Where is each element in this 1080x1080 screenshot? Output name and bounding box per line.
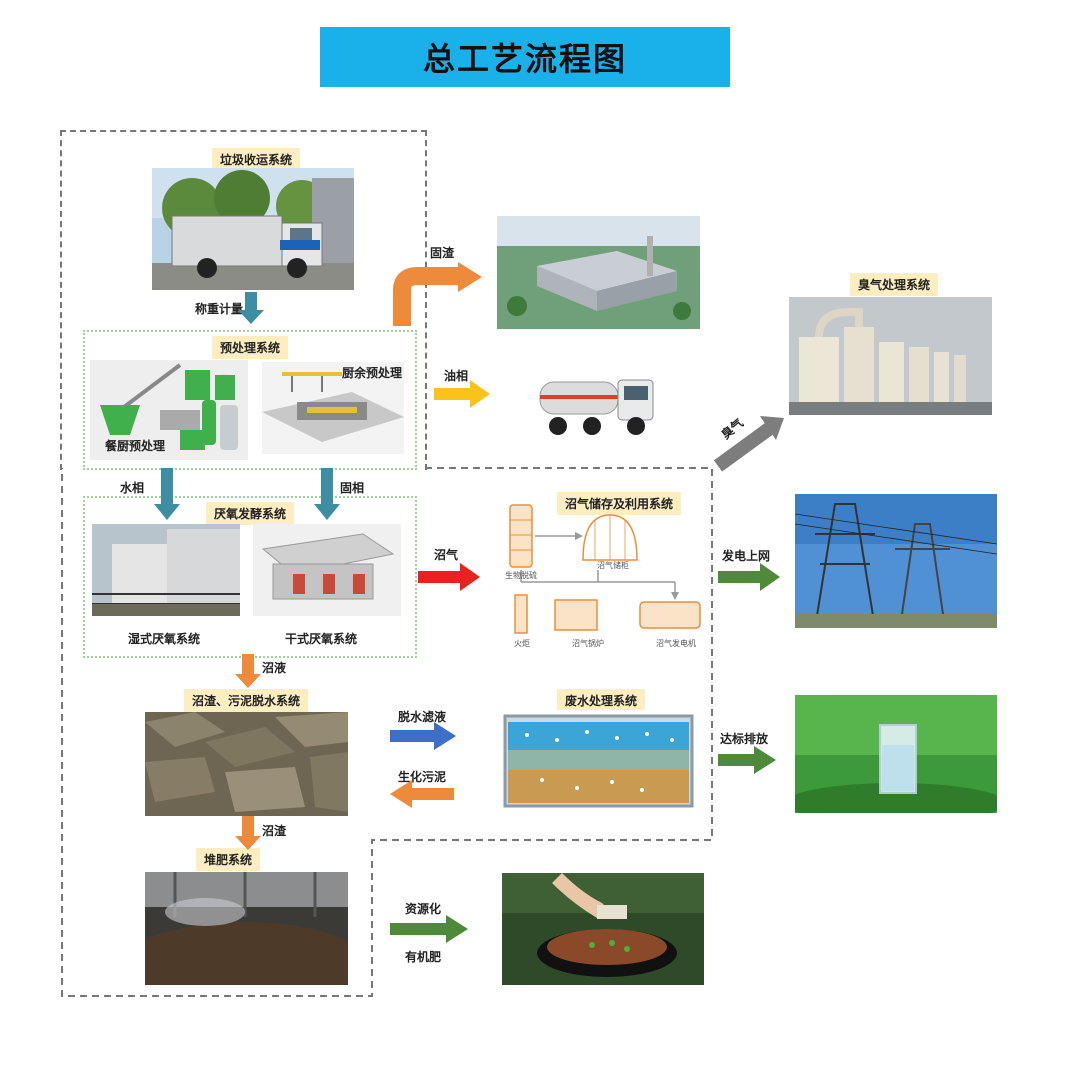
organic-fertilizer-label: 有机肥	[405, 950, 442, 964]
food-pretreat-label: 餐厨预处理	[105, 439, 166, 453]
kitchen-pretreat-equipment	[262, 362, 404, 454]
pretreat-box	[83, 330, 417, 470]
power-grid-label: 发电上网	[722, 549, 771, 563]
clean-water-photo	[795, 695, 997, 813]
organic-fertilizer-photo	[502, 873, 704, 985]
resource-label: 资源化	[405, 902, 442, 916]
food-pretreat-equipment	[90, 360, 248, 460]
wastewater-tank-diagram	[497, 710, 700, 814]
collection-system-tag: 垃圾收运系统	[212, 148, 301, 171]
bio-sludge-label: 生化污泥	[398, 770, 447, 784]
compost-hall-photo	[145, 872, 348, 985]
oil-tanker-truck	[530, 362, 660, 444]
desulfur-label: 生物脱硫	[505, 571, 537, 580]
wastewater-system-tag: 废水处理系统	[557, 689, 646, 712]
wet-anaerobic-photo	[92, 524, 240, 616]
water-phase-label: 水相	[120, 481, 145, 495]
odor-system-tag: 臭气处理系统	[850, 273, 939, 296]
digestate-liquid-label: 沼液	[262, 661, 287, 675]
page-title: 总工艺流程图	[422, 40, 627, 78]
oil-phase-label: 油相	[444, 369, 469, 383]
pretreat-system-tag: 预处理系统	[212, 336, 289, 359]
flare-label: 火炬	[514, 639, 530, 648]
incineration-plant-render	[497, 216, 700, 329]
filtrate-label: 脱水滤液	[398, 710, 447, 724]
gas-storage-label: 沼气储柜	[597, 561, 629, 570]
weighing-label: 称重计量	[195, 302, 244, 316]
generator-label: 沼气发电机	[656, 639, 696, 648]
odor-treatment-towers	[789, 297, 992, 415]
sludge-cake-photo	[145, 712, 348, 816]
dewater-system-tag: 沼渣、污泥脱水系统	[184, 689, 309, 712]
biogas-system-tag: 沼气储存及利用系统	[557, 492, 682, 515]
garbage-truck-photo	[152, 168, 354, 290]
kitchen-pretreat-label: 厨余预处理	[342, 366, 403, 380]
digestate-residue-label: 沼渣	[262, 824, 287, 838]
boiler-label: 沼气锅炉	[572, 639, 604, 648]
dry-anaerobic-label: 干式厌氧系统	[285, 632, 358, 646]
solid-residue-label: 固渣	[430, 246, 455, 260]
discharge-label: 达标排放	[720, 732, 769, 746]
dry-anaerobic-photo	[253, 524, 401, 616]
anaerobic-system-tag: 厌氧发酵系统	[206, 502, 295, 525]
wet-anaerobic-label: 湿式厌氧系统	[128, 632, 201, 646]
power-tower-photo	[795, 494, 997, 628]
solid-phase-label: 固相	[340, 481, 365, 495]
biogas-arrow-label: 沼气	[434, 548, 459, 562]
main-process-outline-top	[60, 130, 427, 470]
compost-system-tag: 堆肥系统	[196, 848, 261, 871]
biogas-utilization-diagram	[509, 504, 701, 634]
title-banner: 总工艺流程图	[320, 27, 730, 87]
